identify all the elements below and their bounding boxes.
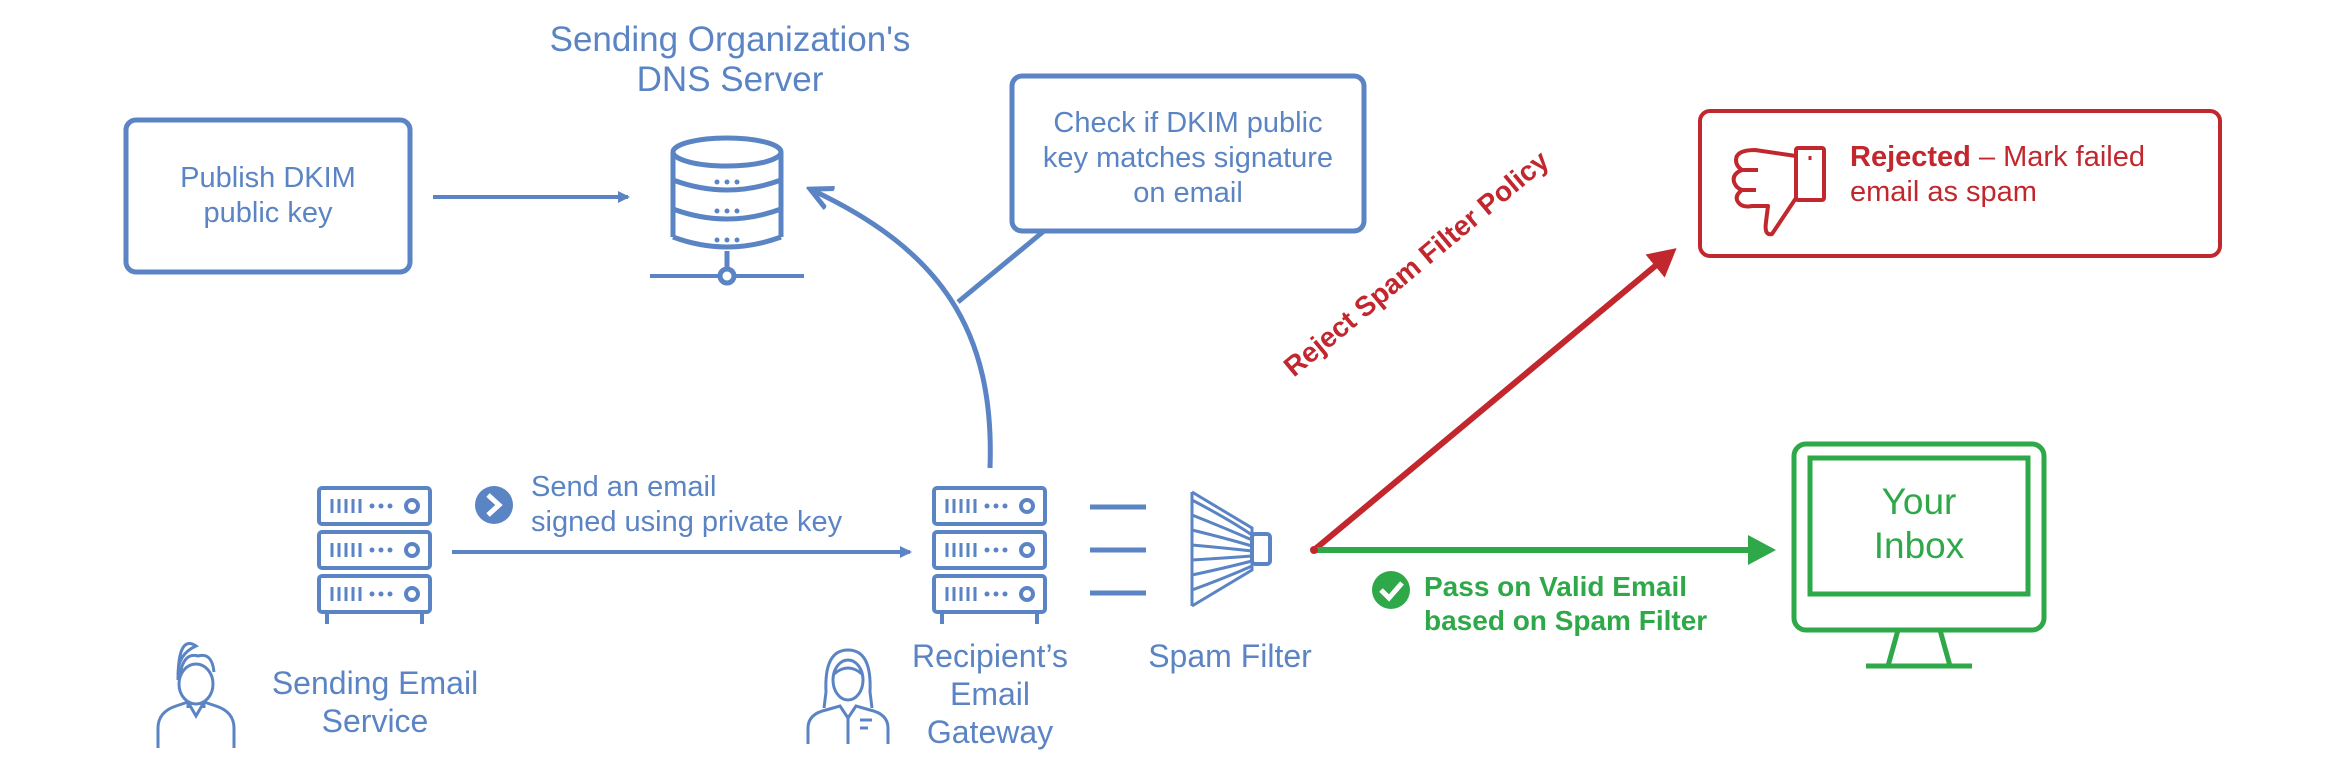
database-server-icon: [650, 135, 804, 286]
check-line1: Check if DKIM public: [1053, 107, 1323, 139]
gateway-to-dns-arrow: [812, 190, 993, 469]
dns-title-line2: DNS Server: [636, 60, 824, 99]
pass-line1: Pass on Valid Email: [1424, 571, 1688, 602]
callout-pointer: [956, 229, 1046, 304]
rejected-box-label: Rejected – Mark failed email as spam: [1850, 140, 2210, 210]
sender-label: Sending Email Service: [240, 664, 510, 740]
gateway-label: Recipient’s Email Gateway: [880, 637, 1100, 751]
thumbs-down-icon: [1731, 146, 1826, 237]
gateway-server-rack-icon: [932, 486, 1047, 624]
check-line2: key matches signature: [1042, 142, 1334, 174]
check-box-label: Check if DKIM public key matches signatu…: [1016, 106, 1360, 211]
publish-box-label: Publish DKIM public key: [130, 161, 406, 231]
sender-line1: Sending Email: [271, 665, 479, 701]
publish-dkim-box: [123, 117, 413, 275]
gateway-line3: Gateway: [926, 714, 1054, 750]
person-icon: [156, 642, 236, 748]
checkmark-circle-icon: [1372, 571, 1410, 609]
reject-arrow: [1312, 248, 1677, 553]
server-rack-icon: [317, 486, 432, 624]
rejected-strong: Rejected: [1850, 141, 1971, 173]
publish-line1: Publish DKIM: [180, 162, 356, 194]
gateway-line1: Recipient’s: [912, 638, 1068, 674]
person-female-icon: [806, 648, 890, 744]
spam-filter-funnel-icon: [1190, 490, 1272, 608]
rejected-rest: – Mark failed: [1970, 141, 2145, 173]
dns-title-line1: Sending Organization's: [549, 20, 911, 59]
pass-line2: based on Spam Filter: [1424, 605, 1708, 636]
publish-line2: public key: [203, 197, 333, 229]
chevron-right-circle-icon: [475, 486, 513, 524]
send-line1: Send an email: [531, 471, 717, 503]
inbox-line1: Your: [1881, 481, 1957, 522]
monitor-icon: [1791, 441, 2047, 669]
check-line3: on email: [1133, 177, 1243, 209]
rejected-line2: email as spam: [1850, 176, 2037, 208]
spam-filter-label: Spam Filter: [1148, 638, 1312, 674]
send-step-label: Send an email signed using private key: [531, 470, 911, 540]
inbox-label: Your Inbox: [1810, 480, 2028, 568]
pass-path-label: Pass on Valid Email based on Spam Filter: [1424, 570, 1784, 638]
sender-line2: Service: [321, 703, 429, 739]
check-dkim-box: [1009, 73, 1367, 234]
inbox-line2: Inbox: [1873, 525, 1965, 566]
dns-server-title: Sending Organization's DNS Server: [500, 20, 960, 100]
gateway-line2: Email: [949, 676, 1030, 712]
rejected-box: [1698, 109, 2222, 258]
send-line2: signed using private key: [531, 506, 843, 538]
flow-bars: [1090, 504, 1146, 596]
